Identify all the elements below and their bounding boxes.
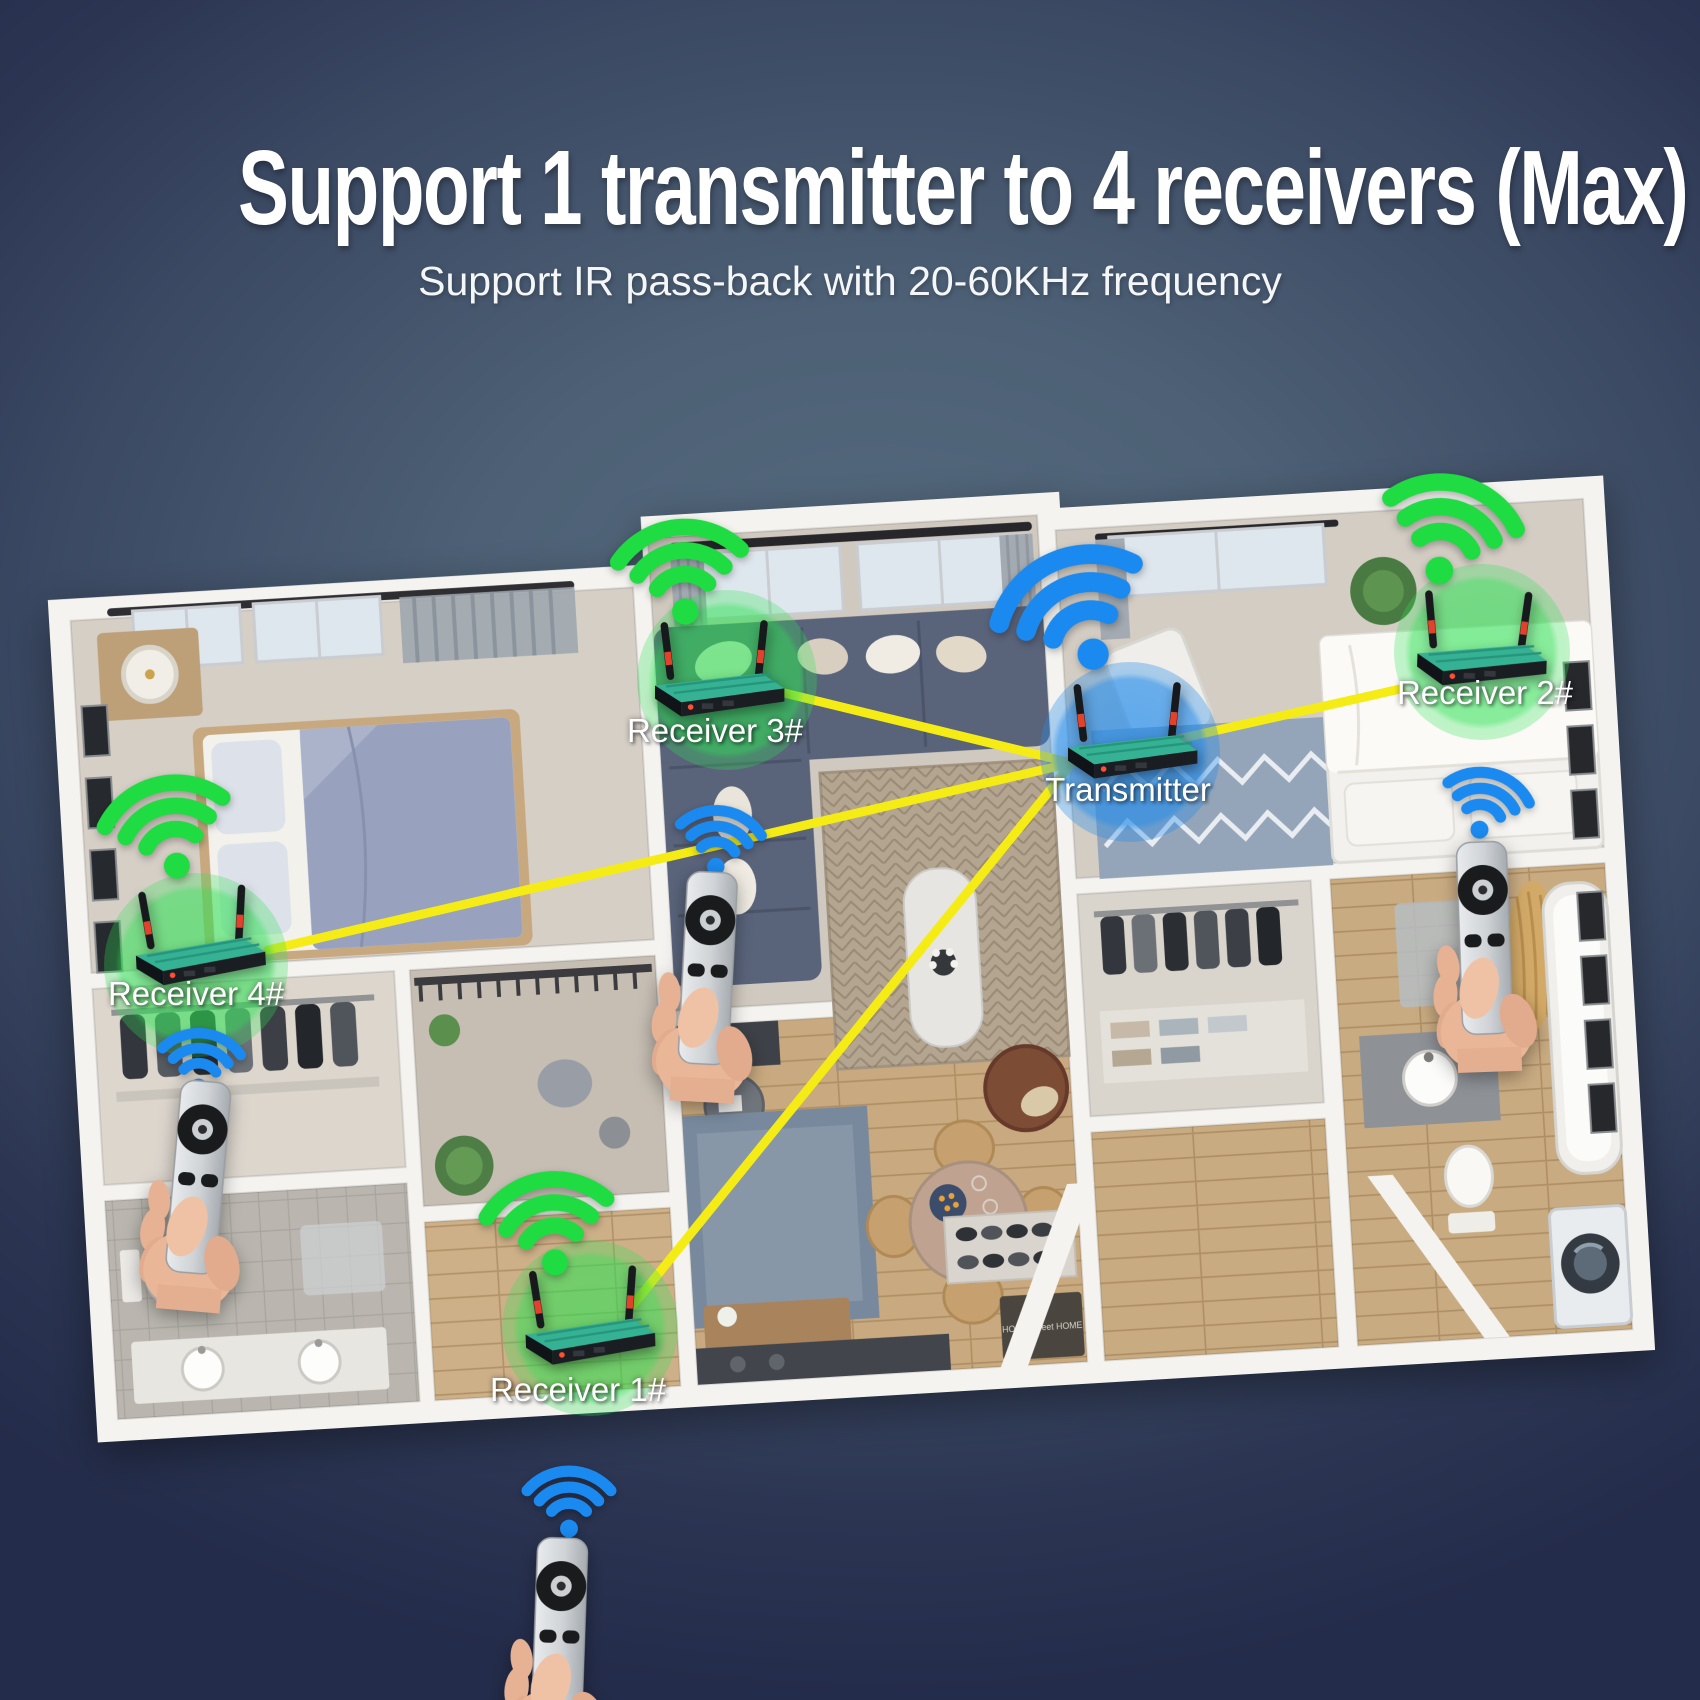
remote-control-right [1424,839,1546,1075]
receiver-3-device [653,618,786,718]
remote-control-middle [644,868,770,1106]
wifi-signal-icon-remote-bottom [520,1456,618,1539]
toilet-right [1444,1144,1494,1208]
receiver-3-label: Receiver 3# [626,712,804,749]
picture-frames-right [1562,660,1601,840]
wifi-signal-icon-receiver-3 [602,498,759,634]
bathroom-right [1359,880,1634,1339]
wifi-signal-icon-receiver-1 [468,1148,627,1289]
transmitter-device [1066,680,1199,780]
remote-control-bottom [498,1535,620,1700]
washing-machine [1548,1204,1634,1329]
receiver-2-label: Receiver 2# [1396,674,1574,711]
balcony-chair [537,1059,593,1108]
receiver-4-label: Receiver 4# [107,975,285,1012]
kitchen-counter [695,1333,952,1385]
page-subtitle: Support IR pass-back with 20-60KHz frequ… [418,258,1282,304]
page-title: Support 1 transmitter to 4 receivers (Ma… [238,129,1689,247]
receiver-1-label: Receiver 1# [489,1371,667,1408]
transmitter-label: Transmitter [1045,771,1211,808]
closet-right [1093,899,1309,1084]
remote-control-left [130,1075,264,1317]
